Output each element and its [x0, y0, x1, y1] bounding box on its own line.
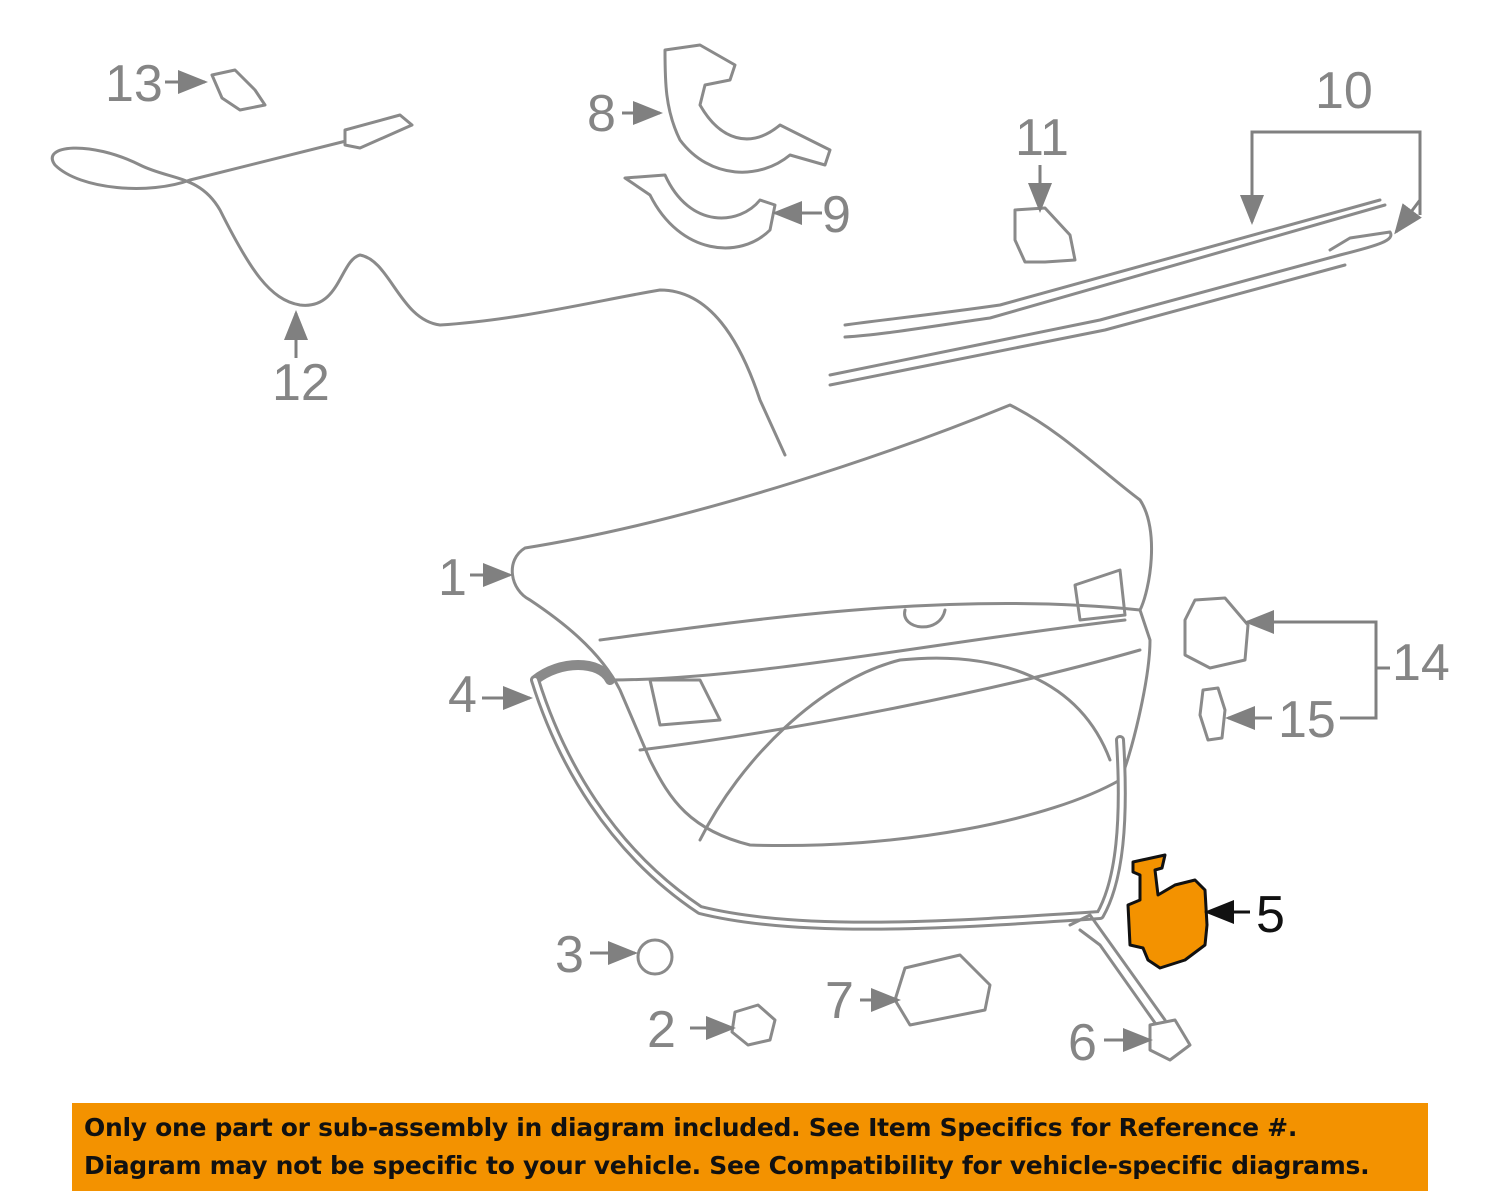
callout-4: 4 [448, 666, 477, 724]
part-3-grommet [636, 938, 674, 976]
disclaimer-line-2: Diagram may not be specific to your vehi… [84, 1151, 1370, 1180]
callout-11: 11 [1015, 109, 1069, 167]
part-1-trunk-lid [510, 403, 1153, 847]
disclaimer-line-1: Only one part or sub-assembly in diagram… [84, 1113, 1298, 1142]
part-10-rods [828, 198, 1393, 387]
callout-15: 15 [1278, 691, 1336, 749]
callout-12: 12 [272, 354, 330, 412]
callout-6: 6 [1068, 1014, 1097, 1072]
callout-9: 9 [822, 186, 851, 244]
callout-7: 7 [825, 972, 854, 1030]
callout-3: 3 [555, 926, 584, 984]
part-5-latch [1126, 853, 1209, 970]
part-6-rod [1068, 913, 1192, 1062]
part-12-cable [51, 113, 787, 457]
callout-5: 5 [1256, 886, 1285, 944]
part-2-bumper [730, 1003, 777, 1047]
part-14-lamp-socket [1183, 596, 1250, 670]
callout-1: 1 [438, 549, 467, 607]
callout-14: 14 [1392, 634, 1450, 692]
part-7-switch [893, 953, 992, 1027]
callout-8: 8 [587, 85, 616, 143]
part-13-clip [210, 68, 267, 112]
part-4-weatherstrip-inner [533, 678, 1124, 928]
part-8-bracket [663, 43, 832, 174]
callout-2: 2 [647, 1001, 676, 1059]
disclaimer-banner: Only one part or sub-assembly in diagram… [72, 1103, 1428, 1191]
part-15-bulb [1198, 686, 1227, 742]
callout-13: 13 [105, 55, 163, 113]
callout-10: 10 [1315, 62, 1373, 120]
part-11-clip [1013, 206, 1077, 264]
callout-arrows [165, 70, 1422, 1052]
part-9-bracket [623, 173, 777, 250]
